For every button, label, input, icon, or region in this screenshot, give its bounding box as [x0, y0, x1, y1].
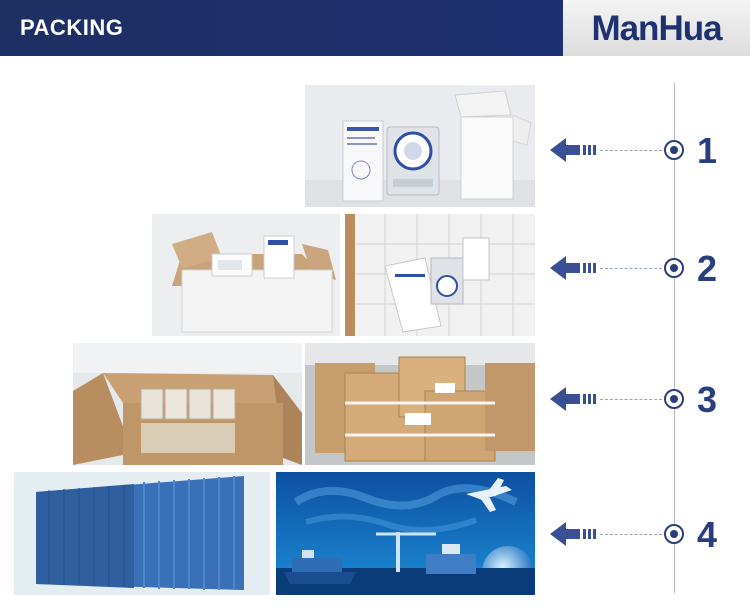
brand-logo-text: ManHua [591, 9, 722, 48]
section-title: PACKING [20, 15, 124, 40]
arrow-left-icon [550, 387, 596, 411]
step-number: 3 [697, 379, 718, 420]
step-number: 2 [697, 248, 718, 289]
photo-timer-with-box [305, 85, 535, 207]
photo-carton-top-view [345, 214, 535, 336]
connector-dash [600, 534, 662, 535]
photo-shipping-container [14, 472, 270, 595]
timeline-dot [664, 140, 684, 160]
arrow-left-icon [550, 522, 596, 546]
timeline-line [674, 83, 675, 593]
photo-stacked-cartons [305, 343, 535, 465]
timeline-dot [664, 524, 684, 544]
photo-carton-boxes [73, 343, 302, 465]
timeline-dot [664, 389, 684, 409]
photo-carton-with-timers [152, 214, 340, 336]
brand-logo: ManHua [563, 0, 750, 56]
connector-dash [600, 268, 662, 269]
connector-dash [600, 150, 662, 151]
step-number: 4 [697, 514, 718, 555]
photo-logistics-collage [276, 472, 535, 595]
arrow-left-icon [550, 138, 596, 162]
connector-dash [600, 399, 662, 400]
arrow-left-icon [550, 256, 596, 280]
timeline-dot [664, 258, 684, 278]
step-number: 1 [697, 130, 718, 171]
